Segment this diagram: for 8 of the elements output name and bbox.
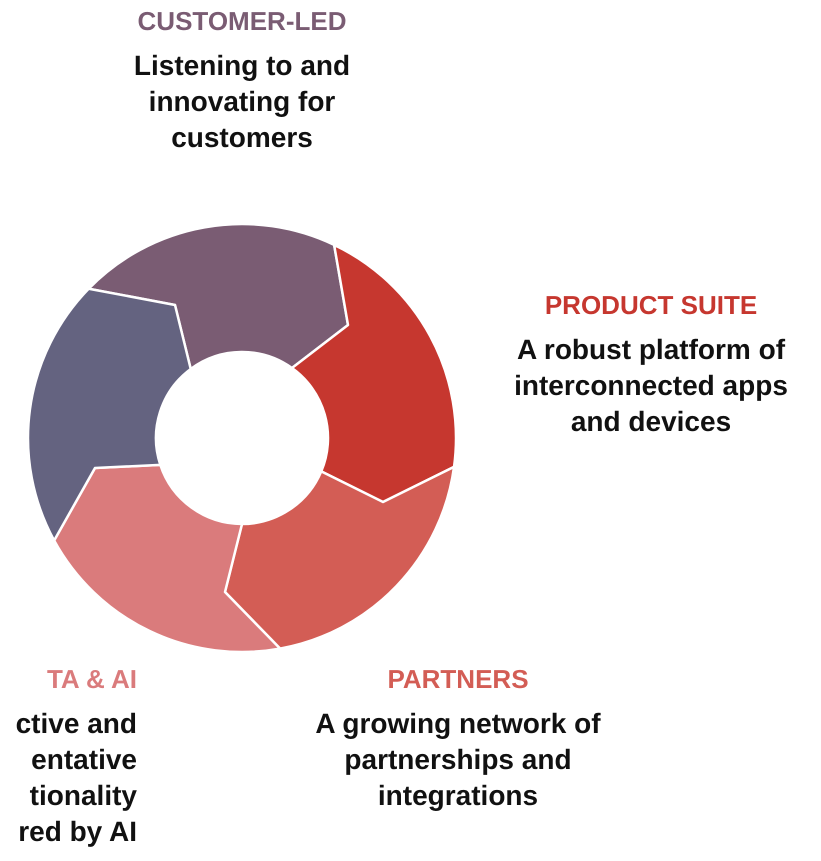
section-heading: TA & AI (46, 664, 137, 694)
section-description: Listening to and innovating for customers (132, 49, 352, 155)
section-heading: PARTNERS (386, 664, 530, 694)
section-description: A robust platform of interconnected apps and devices (513, 333, 789, 439)
section-heading: CUSTOMER-LED (136, 6, 348, 36)
section-description: A growing network of partnerships and integrations (314, 707, 602, 813)
section-heading: PRODUCT SUITE (544, 290, 758, 320)
section-description: ctive and entative tionality red by AI (14, 707, 137, 849)
